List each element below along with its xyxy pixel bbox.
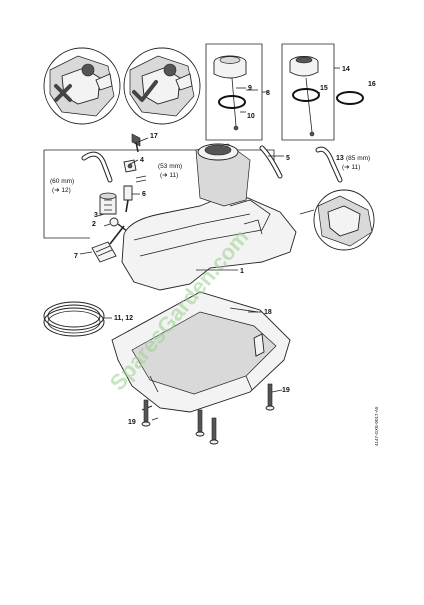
label-7: 7 bbox=[74, 253, 78, 260]
note-60mm: (60 mm) bbox=[50, 178, 74, 185]
filter-2 bbox=[99, 192, 117, 215]
label-17: 17 bbox=[150, 133, 158, 140]
hose-5 bbox=[259, 145, 283, 179]
screw-17 bbox=[131, 133, 141, 153]
pickup-3 bbox=[109, 217, 129, 233]
label-15: 15 bbox=[320, 85, 328, 92]
label-4: 4 bbox=[140, 157, 144, 164]
label-6: 6 bbox=[142, 191, 146, 198]
label-13: 13 bbox=[336, 155, 344, 162]
label-19-right: 19 bbox=[282, 387, 290, 394]
screw-19-mid-b bbox=[209, 417, 219, 445]
note-53mm: (53 mm) bbox=[158, 163, 182, 170]
label-8: 8 bbox=[266, 90, 270, 97]
grommet-4 bbox=[123, 159, 137, 173]
bottom-shroud-18 bbox=[111, 291, 291, 413]
check-mark-icon bbox=[132, 80, 158, 102]
connector-6 bbox=[123, 185, 133, 213]
document-code: 4147-GXE-0017-A5 bbox=[374, 406, 379, 446]
detail-circle-wrong bbox=[43, 47, 121, 125]
hose-13 bbox=[315, 146, 343, 183]
leader-lines bbox=[79, 89, 321, 421]
label-10: 10 bbox=[247, 113, 255, 120]
label-3: 3 bbox=[94, 212, 98, 219]
screw-19-left bbox=[141, 399, 153, 427]
note-ref-12: (➔ 12) bbox=[52, 187, 71, 194]
strainer-7 bbox=[91, 225, 125, 263]
label-1: 1 bbox=[240, 268, 244, 275]
o-ring-16 bbox=[336, 91, 364, 105]
label-5: 5 bbox=[286, 155, 290, 162]
fuel-tank-1 bbox=[121, 143, 297, 291]
fuel-cap bbox=[213, 55, 247, 79]
label-11-12: 11, 12 bbox=[114, 315, 133, 322]
fuel-cap-14 bbox=[289, 56, 319, 77]
screw-19-mid-a bbox=[195, 409, 205, 437]
screw-19-right bbox=[265, 383, 283, 411]
hose-60mm bbox=[81, 151, 113, 183]
o-ring-15 bbox=[292, 88, 320, 102]
detail-circle-right bbox=[123, 47, 201, 125]
dimension-notes: (60 mm) (➔ 12) (53 mm) (➔ 11) (85 mm) (➔… bbox=[50, 155, 370, 194]
label-19-left: 19 bbox=[128, 419, 136, 426]
note-ref-11a: (➔ 11) bbox=[160, 172, 178, 179]
note-ref-11b: (➔ 11) bbox=[342, 164, 360, 171]
note-85mm: (85 mm) bbox=[346, 155, 370, 162]
cap-box-8 bbox=[205, 43, 268, 141]
label-9: 9 bbox=[248, 85, 252, 92]
label-2: 2 bbox=[92, 221, 96, 228]
o-ring-9 bbox=[218, 95, 246, 109]
label-14: 14 bbox=[342, 66, 350, 73]
label-18: 18 bbox=[264, 309, 272, 316]
detail-circle-hose bbox=[299, 189, 375, 251]
cross-mark-icon bbox=[54, 84, 72, 102]
label-16: 16 bbox=[368, 81, 376, 88]
fitting-53mm bbox=[135, 175, 147, 183]
cap-box-14 bbox=[281, 43, 340, 141]
part-labels: 8 9 10 14 15 16 17 4 5 6 2 3 7 1 13 11, … bbox=[74, 66, 376, 426]
hose-ring-11-12 bbox=[43, 301, 112, 337]
